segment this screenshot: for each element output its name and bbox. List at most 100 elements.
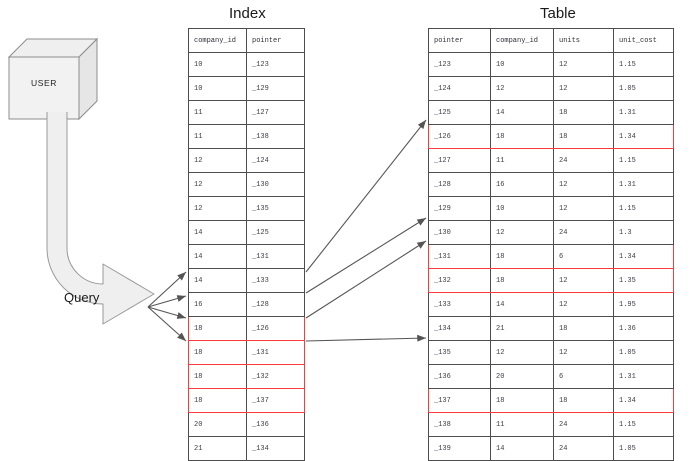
pointer-arrow-131 — [305, 217, 427, 294]
main-table-row-units: 6 — [553, 244, 614, 269]
main-table-row-pointer: _130 — [428, 220, 491, 245]
main-table-row-pointer: _138 — [428, 412, 491, 437]
main-table-row-unit_cost: 1.05 — [613, 76, 674, 101]
index-table-row-pointer: _131 — [246, 244, 305, 269]
main-table-row-units: 18 — [553, 100, 614, 125]
main-table-row-units: 6 — [553, 364, 614, 389]
index-table-row-company_id: 10 — [188, 52, 247, 77]
index-table-row-company_id: 10 — [188, 76, 247, 101]
index-table-row: 18_126 — [188, 316, 305, 341]
main-table-row-company_id: 14 — [490, 100, 554, 125]
main-table-row-unit_cost: 1.95 — [613, 292, 674, 317]
main-table-row-pointer: _128 — [428, 172, 491, 197]
main-table-row-unit_cost: 1.31 — [613, 100, 674, 125]
index-table-row-company_id: 11 — [188, 124, 247, 149]
cube-icon — [7, 37, 99, 121]
index-table-row-pointer: _123 — [246, 52, 305, 77]
index-col-company-id: company_id — [188, 28, 247, 53]
main-table-row-company_id: 10 — [490, 52, 554, 77]
main-col-unit-cost: unit_cost — [613, 28, 674, 53]
main-table-row-pointer: _139 — [428, 436, 491, 461]
index-table-row: 20_136 — [188, 412, 305, 437]
main-table-row-pointer: _126 — [428, 124, 491, 149]
index-table-row: 12_135 — [188, 196, 305, 221]
index-table-row-company_id: 16 — [188, 292, 247, 317]
index-table-row-company_id: 21 — [188, 436, 247, 461]
main-table-row-company_id: 18 — [490, 244, 554, 269]
index-table-row-company_id: 18 — [188, 364, 247, 389]
index-table-row-pointer: _128 — [246, 292, 305, 317]
main-table-row-units: 24 — [553, 148, 614, 173]
main-table-row-company_id: 14 — [490, 292, 554, 317]
index-table-row-company_id: 14 — [188, 268, 247, 293]
main-table-row-unit_cost: 1.34 — [613, 388, 674, 413]
main-table-row-unit_cost: 1.31 — [613, 364, 674, 389]
index-table-row-pointer: _130 — [246, 172, 305, 197]
index-table-row-pointer: _132 — [246, 364, 305, 389]
index-table-row-company_id: 11 — [188, 100, 247, 125]
index-table-row-company_id: 18 — [188, 388, 247, 413]
main-col-company-id: company_id — [490, 28, 554, 53]
main-table-row-units: 18 — [553, 388, 614, 413]
main-table-row-company_id: 18 — [490, 268, 554, 293]
main-table-row-units: 12 — [553, 76, 614, 101]
index-table-row-company_id: 14 — [188, 244, 247, 269]
main-table-row-pointer: _127 — [428, 148, 491, 173]
main-table-row-pointer: _129 — [428, 196, 491, 221]
main-table-row-company_id: 12 — [490, 76, 554, 101]
index-table-row: 10_123 — [188, 52, 305, 77]
main-table-row-company_id: 18 — [490, 124, 554, 149]
main-table-row-units: 24 — [553, 220, 614, 245]
main-table-row-company_id: 20 — [490, 364, 554, 389]
main-table-row-unit_cost: 1.15 — [613, 52, 674, 77]
main-table-row-company_id: 12 — [490, 340, 554, 365]
main-table-row-units: 18 — [553, 124, 614, 149]
main-col-pointer: pointer — [428, 28, 491, 53]
main-table-row-units: 12 — [553, 196, 614, 221]
pointer-arrow-132 — [305, 240, 427, 319]
index-title: Index — [229, 5, 266, 22]
main-table-row-company_id: 21 — [490, 316, 554, 341]
index-col-pointer: pointer — [246, 28, 305, 53]
main-table-row-company_id: 14 — [490, 436, 554, 461]
main-table-row-unit_cost: 1.34 — [613, 244, 674, 269]
index-table-row-pointer: _129 — [246, 76, 305, 101]
main-table-row-unit_cost: 1.05 — [613, 436, 674, 461]
main-table-row-pointer: _131 — [428, 244, 491, 269]
main-table-row-company_id: 11 — [490, 148, 554, 173]
index-table-row-pointer: _125 — [246, 220, 305, 245]
main-table-row-unit_cost: 1.35 — [613, 268, 674, 293]
index-table-row-pointer: _134 — [246, 436, 305, 461]
main-table-row-pointer: _134 — [428, 316, 491, 341]
main-table-row-pointer: _124 — [428, 76, 491, 101]
main-table-row-unit_cost: 1.15 — [613, 412, 674, 437]
index-table-row-company_id: 12 — [188, 148, 247, 173]
index-table-row-company_id: 18 — [188, 316, 247, 341]
index-table-row-pointer: _133 — [246, 268, 305, 293]
index-table-row: 12_130 — [188, 172, 305, 197]
main-table-row-company_id: 12 — [490, 220, 554, 245]
main-table-row-unit_cost: 1.34 — [613, 124, 674, 149]
main-table-row-unit_cost: 1.15 — [613, 196, 674, 221]
main-col-units: units — [553, 28, 614, 53]
main-table-row-units: 12 — [553, 340, 614, 365]
main-table-row-units: 12 — [553, 172, 614, 197]
index-table-row-pointer: _138 — [246, 124, 305, 149]
main-table-row-units: 12 — [553, 292, 614, 317]
index-table-row-company_id: 20 — [188, 412, 247, 437]
pointer-arrow-137 — [305, 334, 427, 342]
index-table-row: 11_138 — [188, 124, 305, 149]
main-table-row-company_id: 11 — [490, 412, 554, 437]
query-arrow-icon — [28, 97, 155, 325]
index-table-row: 12_124 — [188, 148, 305, 173]
